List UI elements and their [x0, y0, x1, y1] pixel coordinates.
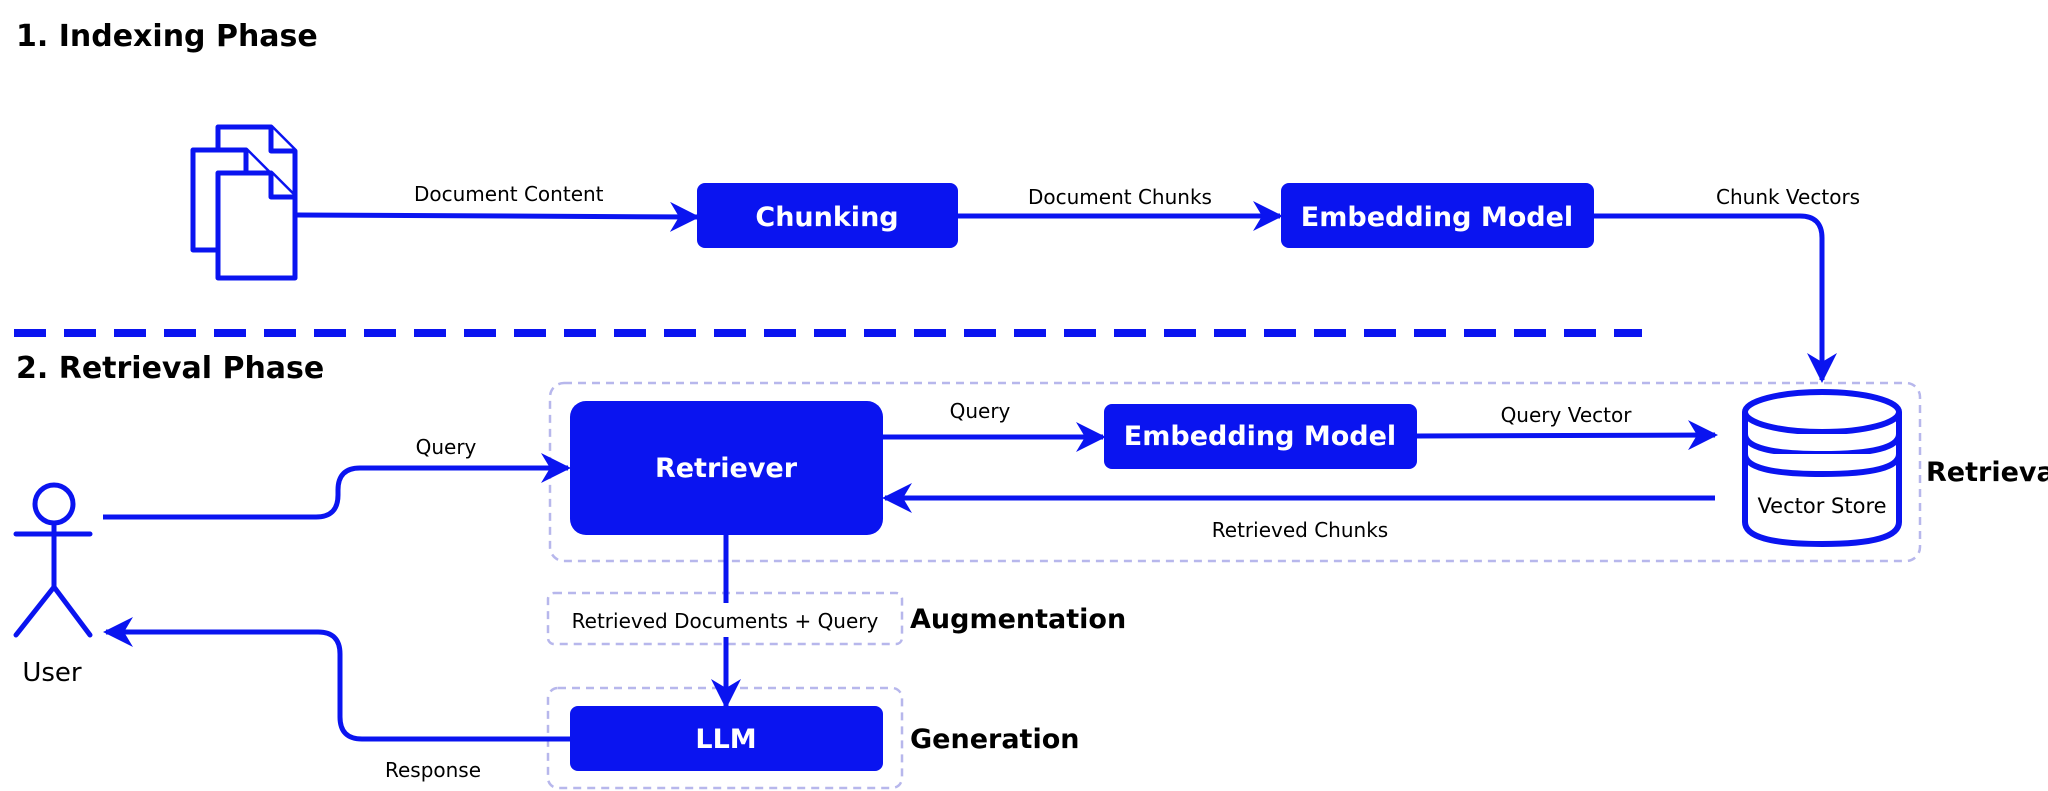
edge-document-content: [296, 201, 700, 232]
embedding-model-query-box: [1104, 404, 1417, 469]
llm-label: LLM: [695, 724, 756, 755]
user-label: User: [22, 658, 82, 688]
embedding-model-index-label: Embedding Model: [1301, 202, 1573, 233]
label-document-chunks: Document Chunks: [1028, 185, 1212, 209]
edge-user-query: [103, 453, 571, 520]
retriever-box: [570, 401, 883, 535]
retrieval-phase-title: 2. Retrieval Phase: [16, 351, 324, 386]
generation-group-label: Generation: [910, 724, 1079, 755]
augmentation-label-bg: [560, 603, 892, 637]
chunking-box: [697, 183, 958, 248]
label-response: Response: [385, 758, 481, 782]
label-query-vector: Query Vector: [1501, 403, 1633, 427]
database-icon: [1742, 389, 1902, 548]
retrieval-group-label: Retrieval: [1926, 457, 2048, 488]
documents-icon: [190, 124, 298, 281]
chunking-label: Chunking: [755, 202, 898, 233]
label-retrieved-docs-query: Retrieved Documents + Query: [572, 609, 879, 633]
embedding-model-query-label: Embedding Model: [1124, 421, 1396, 452]
label-query-user: Query: [416, 435, 477, 459]
indexing-phase-title: 1. Indexing Phase: [16, 19, 318, 54]
llm-box: [570, 706, 883, 771]
edge-response: [103, 617, 570, 742]
label-chunk-vectors: Chunk Vectors: [1716, 185, 1860, 209]
label-retrieved-chunks: Retrieved Chunks: [1212, 518, 1388, 542]
stick-figure-icon: [13, 482, 93, 638]
label-query-retriever: Query: [950, 399, 1011, 423]
embedding-model-index-box: [1281, 183, 1594, 248]
label-document-content: Document Content: [414, 182, 604, 206]
vector-store-label: Vector Store: [1757, 494, 1886, 518]
edge-chunk-vectors: [1594, 213, 1837, 383]
edge-query-vector: [1416, 420, 1718, 451]
retriever-label: Retriever: [655, 453, 798, 484]
augmentation-group-label: Augmentation: [910, 604, 1126, 635]
